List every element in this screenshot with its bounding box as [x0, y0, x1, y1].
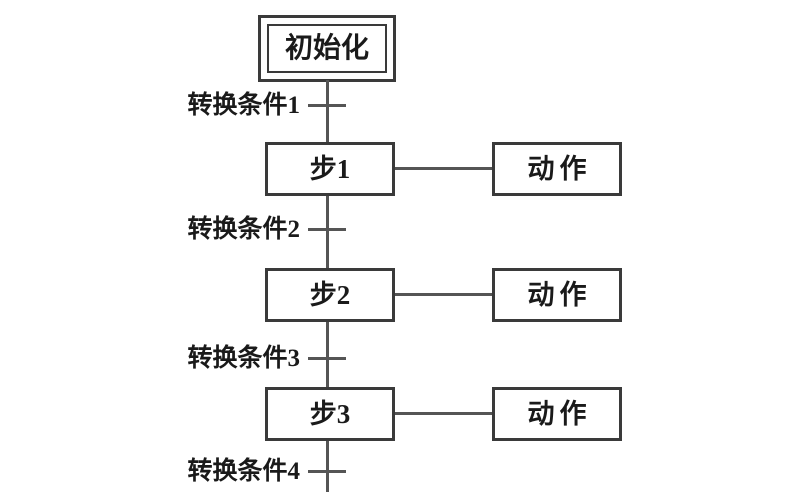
action-label-2: 动作 — [527, 279, 592, 310]
initial-step-box: 初始化 — [258, 15, 396, 82]
initial-step-label: 初始化 — [284, 32, 369, 64]
transition-label-3: 转换条件3 — [187, 345, 300, 372]
step-box-1: 步1 — [265, 142, 395, 196]
step-label-3: 步3 — [309, 398, 351, 429]
step-box-2: 步2 — [265, 268, 395, 322]
flow-line-segment-1 — [326, 80, 329, 143]
transition-label-1: 转换条件1 — [187, 92, 300, 119]
action-label-3: 动作 — [527, 398, 592, 429]
action-box-2: 动作 — [492, 268, 622, 322]
action-box-1: 动作 — [492, 142, 622, 196]
transition-bar-4 — [308, 470, 346, 473]
action-connector-2 — [395, 293, 492, 296]
transition-label-4: 转换条件4 — [187, 458, 300, 485]
action-label-1: 动作 — [527, 153, 592, 184]
step-label-1: 步1 — [309, 153, 351, 184]
flow-line-segment-3 — [326, 321, 329, 388]
transition-bar-2 — [308, 228, 346, 231]
action-connector-1 — [395, 167, 492, 170]
flow-line-segment-4 — [326, 440, 329, 492]
transition-label-2: 转换条件2 — [187, 216, 300, 243]
action-connector-3 — [395, 412, 492, 415]
initial-step-inner-border: 初始化 — [267, 24, 387, 73]
step-label-2: 步2 — [309, 279, 351, 310]
transition-bar-3 — [308, 357, 346, 360]
action-box-3: 动作 — [492, 387, 622, 441]
step-box-3: 步3 — [265, 387, 395, 441]
transition-bar-1 — [308, 104, 346, 107]
flow-line-segment-2 — [326, 195, 329, 269]
